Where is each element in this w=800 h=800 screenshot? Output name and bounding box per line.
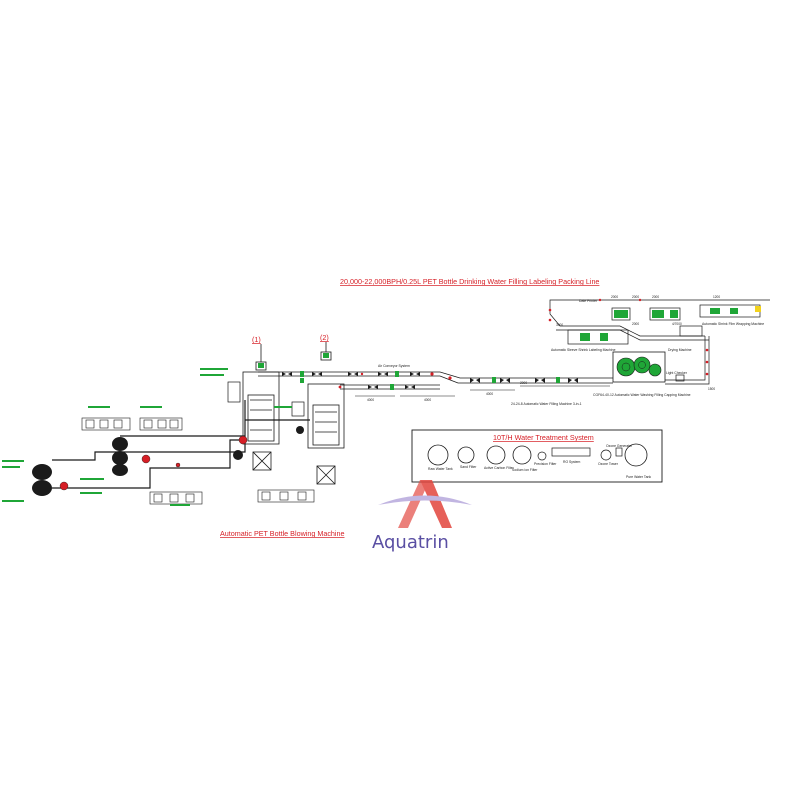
- dim-2000-top-b: 2000: [632, 295, 639, 299]
- station-2-label: (2): [320, 333, 329, 342]
- dim-1500: 1500: [708, 387, 715, 391]
- dim-1200: 1200: [713, 295, 720, 299]
- conveyor-green-marks: [300, 371, 560, 390]
- washing-filling-capping-machine: [612, 351, 666, 383]
- pure-water-tank-label: Pure Water Tank: [626, 475, 651, 479]
- dim-3000: 3000: [556, 323, 563, 327]
- blowing-machine-2: [307, 342, 345, 485]
- light-checker-red-marks: [705, 348, 709, 376]
- blowing-green-marks: [258, 353, 329, 383]
- shrink-wrapping-label: Automatic Shrink Film Wrapping Machine: [702, 322, 764, 326]
- blowing-title: Automatic PET Bottle Blowing Machine: [220, 529, 345, 538]
- date-printer-label: Date Printer: [579, 299, 598, 303]
- control-panels: [81, 417, 315, 505]
- blowing-machine-1: [242, 344, 280, 471]
- brand-name: Aquatrin: [372, 532, 449, 553]
- washing-capping-label: CGF64-40-12 Automatic Water Washing Fill…: [593, 393, 691, 397]
- green-annotations: [2, 368, 292, 506]
- air-tank-valves: [59, 435, 248, 491]
- compressed-air-piping: [52, 400, 310, 489]
- shrink-labeling-label: Automatic Sleeve Shrink Labeling Machine: [551, 348, 616, 352]
- conveyor-markers: [282, 372, 578, 389]
- carbon-filter-label: Active Carbon Filter: [484, 466, 515, 470]
- dim-2000-top-a: 2000: [611, 295, 618, 299]
- blowing-machine-hoppers: [227, 381, 305, 460]
- dim-4000-b: 4000: [424, 398, 431, 402]
- station-1-label: (1): [252, 335, 261, 344]
- air-conveyor-label: Air Conveyor System: [378, 364, 410, 368]
- dim-4000-c: 4000: [486, 392, 493, 396]
- dim-2000-mid: 2000: [632, 322, 639, 326]
- dim-2000-top-c: 2000: [652, 295, 659, 299]
- water-treatment-title: 10T/H Water Treatment System: [493, 433, 594, 442]
- air-conveyor: [258, 371, 613, 397]
- filling-machine-label: 24-24-8 Automatic Water Filling Machine …: [511, 402, 582, 406]
- conveyor-red-joints: [338, 372, 452, 389]
- aquatrin-logo: [378, 480, 472, 528]
- dim-4-7000: 4/7000: [672, 322, 682, 326]
- ozone-generator-label: Ozone Generator: [606, 444, 633, 448]
- main-line-title: 20,000-22,000BPH/0.25L PET Bottle Drinki…: [340, 277, 599, 286]
- light-checker-conveyor: [665, 336, 710, 385]
- labeling-red-joints: [548, 298, 642, 322]
- dim-2000-conveyor: 2000: [520, 381, 527, 385]
- raw-water-tank-label: Raw Water Tank: [428, 467, 453, 471]
- labeling-green-units: [580, 306, 761, 341]
- water-treatment-system: [411, 429, 663, 483]
- ro-system-label: RO System: [563, 460, 581, 464]
- precision-filter-label: Precision Filter: [534, 462, 557, 466]
- drying-label: Drying Machine: [668, 348, 692, 352]
- sand-filter-label: Sand Filter: [460, 465, 477, 469]
- light-checker-label: Light Checker: [666, 371, 688, 375]
- softener-label: Sodium ion Filter: [512, 468, 538, 472]
- ozone-tower-label: Ozone Tower: [598, 462, 619, 466]
- dim-4000-a: 4000: [367, 398, 374, 402]
- air-compressors: [32, 437, 128, 496]
